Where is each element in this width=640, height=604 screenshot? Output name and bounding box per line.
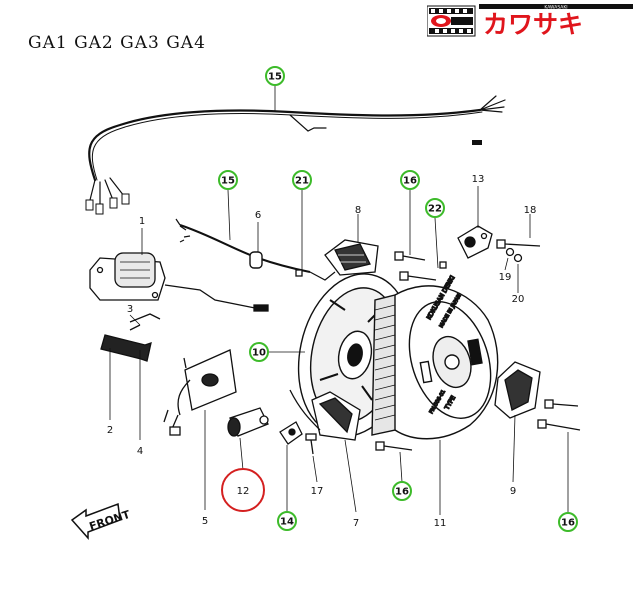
condenser-5 [163,349,237,436]
callout-14: 14 [277,511,297,531]
part-label-2: 2 [107,425,113,436]
callout-21: 21 [292,170,312,190]
callout-10: 10 [249,342,269,362]
plug-cap-4 [100,313,161,362]
breaker-point-14 [279,421,303,445]
stator-11: KOKUSAN DENKI MADE IN JAPAN TYPE FM 506-… [371,274,499,440]
svg-text:16: 16 [561,518,575,529]
cam-breaker-13 [457,225,493,259]
part-label-19: 19 [499,272,512,283]
part-label-3: 3 [127,304,133,315]
part-label-18: 18 [524,205,537,216]
callout-22: 22 [425,198,445,218]
part-label-20: 20 [512,294,525,305]
callout-12: 12 [221,468,265,512]
screw-17 [305,433,317,455]
ignition-coil [89,252,269,312]
callout-16-mid: 16 [392,481,412,501]
part-label-6: 6 [255,210,261,221]
svg-text:21: 21 [295,176,309,187]
part-label-4: 4 [137,446,143,457]
part-label-7: 7 [353,518,359,529]
part-label-5: 5 [202,516,208,527]
callout-15-top: 15 [265,66,285,86]
part-label-1: 1 [139,216,145,227]
condenser-12 [227,407,269,437]
callout-16-top: 16 [400,170,420,190]
svg-text:12: 12 [237,486,250,497]
part-label-11: 11 [434,518,447,529]
main-harness [85,95,506,215]
callout-15: 15 [218,170,238,190]
part-label-13: 13 [472,174,485,185]
svg-text:15: 15 [221,176,235,187]
brand-text: カワサキ [483,10,583,38]
part-label-9: 9 [510,486,516,497]
svg-text:14: 14 [280,517,294,528]
svg-text:15: 15 [268,72,282,83]
coil-9 [494,361,541,419]
part-label-17: 17 [311,486,324,497]
brand-badge-text: KAWASAKI [544,5,567,11]
coil-7 [289,389,361,441]
svg-text:10: 10 [252,348,266,359]
svg-text:16: 16 [395,487,409,498]
front-arrow: FRONT [70,502,132,540]
model-title: GA1 GA2 GA3 GA4 [28,33,206,53]
callout-16-right: 16 [558,512,578,532]
kawasaki-logo: KAWASAKI カワサキ [427,4,633,38]
sub-harness [175,218,336,281]
leader-lines [109,85,569,515]
svg-text:22: 22 [428,204,442,215]
svg-text:16: 16 [403,176,417,187]
part-labels: 1 2 3 4 5 6 7 8 9 11 13 17 18 19 20 [107,174,537,529]
part-label-8: 8 [355,205,361,216]
coil-8 [324,239,379,276]
bolts [295,239,581,451]
